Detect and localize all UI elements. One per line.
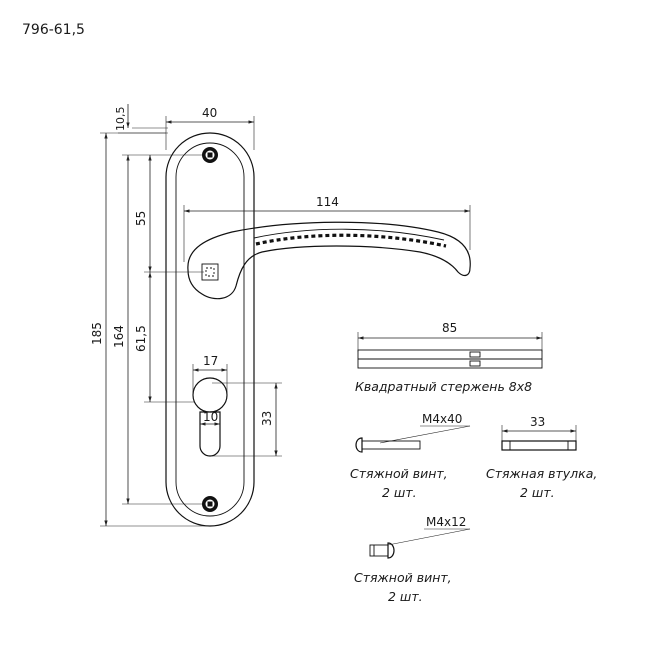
svg-text:85: 85	[442, 321, 457, 335]
svg-text:185: 185	[90, 322, 104, 345]
lever-handle	[187, 221, 471, 300]
dim-handle-to-cylinder: 61,5	[134, 272, 194, 403]
back-plate	[165, 132, 255, 527]
spindle: 85 Квадратный стержень 8х8	[355, 321, 543, 394]
svg-text:2 шт.: 2 шт.	[520, 485, 555, 500]
dim-plate-width: 40	[165, 106, 255, 150]
plate-inner-outline	[175, 142, 245, 517]
plate-outline	[165, 132, 255, 527]
short-screw: М4х12 Стяжной винт, 2 шт.	[354, 515, 471, 604]
long-screw: М4х40 Стяжной винт, 2 шт.	[350, 412, 471, 500]
dim-cylinder-inner: 10	[200, 410, 220, 426]
svg-text:33: 33	[530, 415, 545, 429]
svg-text:Стяжной винт,: Стяжной винт,	[350, 466, 448, 481]
sleeve: 33 Стяжная втулка, 2 шт.	[486, 415, 597, 500]
dim-screw-span: 164	[112, 154, 202, 505]
dim-total-height: 185	[90, 132, 210, 527]
svg-text:40: 40	[202, 106, 217, 120]
spindle-caption: Квадратный стержень 8х8	[355, 379, 532, 394]
dim-top-offset: 10,5	[114, 104, 168, 134]
svg-text:114: 114	[316, 195, 339, 209]
svg-text:М4х12: М4х12	[426, 515, 466, 529]
svg-text:17: 17	[203, 354, 218, 368]
svg-text:2 шт.: 2 шт.	[388, 589, 423, 604]
svg-text:10,5: 10,5	[114, 107, 127, 132]
svg-text:М4х40: М4х40	[422, 412, 462, 426]
bottom-screw-icon	[202, 496, 218, 512]
svg-text:Стяжная втулка,: Стяжная втулка,	[486, 466, 597, 481]
svg-text:33: 33	[260, 411, 274, 426]
dim-cylinder-height: 33	[212, 382, 282, 457]
dim-lever-length: 114	[183, 195, 471, 262]
svg-text:61,5: 61,5	[134, 325, 148, 352]
svg-text:Стяжной винт,: Стяжной винт,	[354, 570, 452, 585]
svg-text:164: 164	[112, 325, 126, 348]
svg-text:2 шт.: 2 шт.	[382, 485, 417, 500]
top-screw-icon	[202, 147, 218, 163]
dim-cylinder-width: 17	[192, 354, 228, 396]
svg-text:55: 55	[134, 211, 148, 226]
model-title: 796-61,5	[22, 22, 85, 38]
svg-text:10: 10	[203, 410, 218, 424]
dim-handle-to-top: 55	[134, 155, 204, 273]
